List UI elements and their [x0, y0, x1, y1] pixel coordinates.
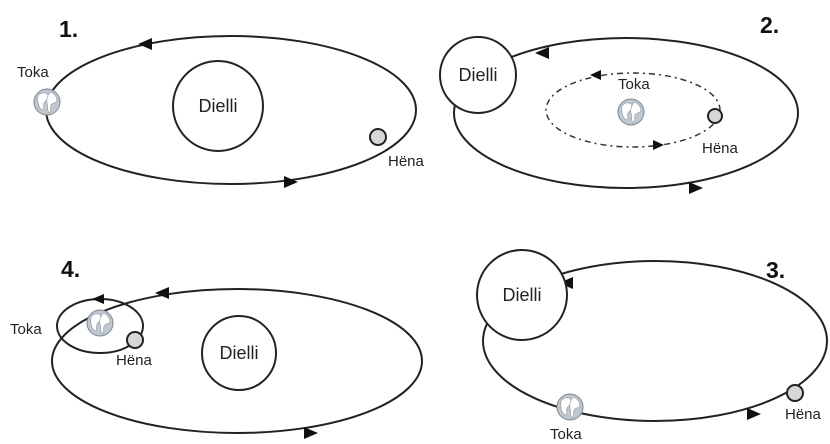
panel-4: 4. Dielli Toka Hëna — [10, 256, 423, 439]
panel-2: 2. Dielli Toka Hëna — [439, 12, 799, 194]
moon-label: Hëna — [702, 140, 739, 157]
earth-orbit — [453, 37, 799, 189]
earth-label: Toka — [17, 64, 49, 81]
sun — [201, 315, 277, 391]
panel-number: 2. — [760, 12, 779, 38]
moon — [126, 331, 144, 349]
sun — [476, 249, 568, 341]
moon — [369, 128, 387, 146]
sun-label: Dielli — [458, 65, 497, 85]
earth-globe-icon — [33, 88, 61, 116]
panel-number: 1. — [59, 16, 78, 42]
sun-label: Dielli — [502, 285, 541, 305]
moon-orbit-arrow — [653, 140, 664, 150]
panel-3: 3. Dielli Toka Hëna — [476, 249, 828, 443]
sun-label: Dielli — [219, 343, 258, 363]
earth-label: Toka — [10, 321, 42, 338]
panel-number: 4. — [61, 256, 80, 282]
orbit-arrow — [155, 287, 169, 299]
panel-number: 3. — [766, 257, 785, 283]
orbit-arrow — [138, 38, 152, 50]
orbit-arrow — [747, 408, 761, 420]
moon-label: Hëna — [388, 153, 425, 170]
sun-label: Dielli — [198, 96, 237, 116]
moon-label: Hëna — [785, 406, 822, 423]
earth-globe-icon — [86, 309, 114, 337]
panel-1: 1. Dielli Toka Hëna — [17, 16, 425, 188]
moon-orbit-arrow — [92, 294, 104, 304]
orbit-arrow — [535, 47, 549, 59]
moon — [707, 108, 723, 124]
moon-label: Hëna — [116, 352, 153, 369]
sun — [172, 60, 264, 152]
moon — [786, 384, 804, 402]
earth-orbit — [482, 260, 828, 422]
orbit-arrow — [689, 182, 703, 194]
earth-label: Toka — [618, 76, 650, 93]
earth-globe-icon — [617, 98, 645, 126]
orbit-arrow — [304, 427, 318, 439]
earth-label: Toka — [550, 426, 582, 443]
earth-orbit — [51, 288, 423, 434]
orbit-arrow — [284, 176, 298, 188]
moon-orbit-arrow — [590, 70, 601, 80]
earth-globe-icon — [556, 393, 584, 421]
sun — [439, 36, 517, 114]
